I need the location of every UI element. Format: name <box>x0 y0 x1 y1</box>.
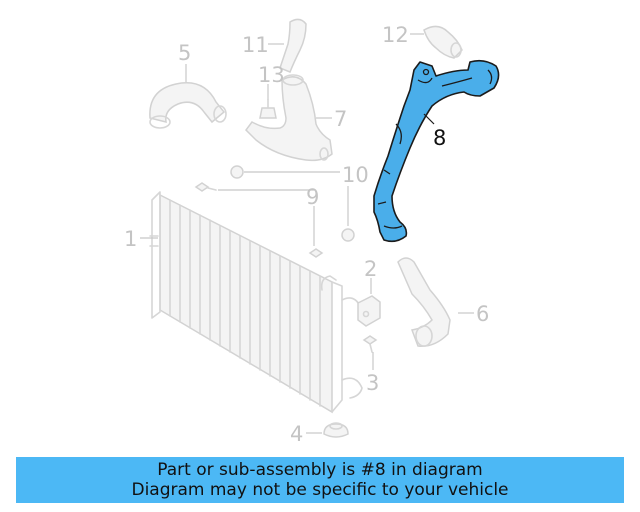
part-11-hose <box>279 18 307 73</box>
part-2-bracket <box>357 295 381 327</box>
callout-13: 13 <box>258 63 285 87</box>
banner-line-1: Part or sub-assembly is #8 in diagram <box>157 460 483 480</box>
part-13-sensor <box>259 99 277 119</box>
callout-1: 1 <box>124 227 137 251</box>
part-12-hose <box>423 25 463 59</box>
part-6-hose <box>397 257 451 347</box>
callout-3: 3 <box>366 371 379 395</box>
callout-9: 9 <box>306 185 319 209</box>
part-7-pipe <box>245 74 333 162</box>
part-5-hose <box>149 82 227 129</box>
part-4-cap <box>323 422 349 438</box>
callout-11: 11 <box>242 33 269 57</box>
part-8-charge-pipe <box>373 59 500 243</box>
part-1-intercooler <box>149 191 363 414</box>
callout-5: 5 <box>178 41 191 65</box>
part-10-nut <box>230 165 355 242</box>
callout-10: 10 <box>342 163 369 187</box>
callout-4: 4 <box>290 422 303 446</box>
callout-8: 8 <box>433 126 446 150</box>
callout-7: 7 <box>334 107 347 131</box>
callout-6: 6 <box>476 302 489 326</box>
part-9-bolt <box>194 182 324 258</box>
part-3-bolt <box>362 335 378 353</box>
callout-12: 12 <box>382 23 409 47</box>
info-banner: Part or sub-assembly is #8 in diagram Di… <box>16 457 624 503</box>
banner-line-2: Diagram may not be specific to your vehi… <box>131 480 509 500</box>
callout-2: 2 <box>364 257 377 281</box>
parts-diagram: 1 2 3 4 5 6 7 <box>124 18 500 446</box>
